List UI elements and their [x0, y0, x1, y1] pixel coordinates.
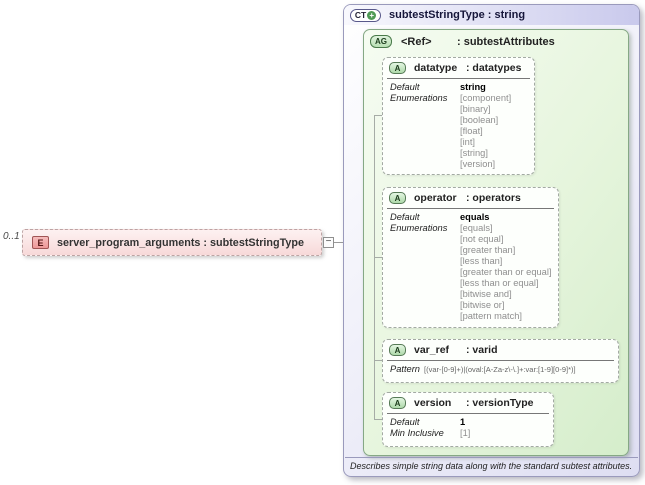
- attribute-group-type: : subtestAttributes: [457, 35, 555, 48]
- complex-type-icon: CT +: [350, 8, 381, 22]
- facet-values: [(var-[0-9]+)|(oval:[A-Za-z\-\.]+:var:[1…: [424, 364, 576, 375]
- attribute-icon: A: [389, 344, 406, 356]
- collapse-toggle-icon[interactable]: −: [323, 237, 334, 248]
- documentation-text: Describes simple string data along with …: [345, 457, 638, 473]
- attribute-header: A operator : operators: [383, 188, 558, 206]
- facet-row: Default string: [390, 82, 528, 93]
- attribute-separator: [387, 78, 530, 79]
- attribute-icon: A: [389, 192, 406, 204]
- element-box-server-program-arguments[interactable]: E server_program_arguments : subtestStri…: [22, 229, 322, 256]
- attribute-group-name: <Ref>: [401, 35, 432, 48]
- facet-value: [less than or equal]: [460, 278, 539, 288]
- attribute-header: A version : versionType: [383, 393, 553, 411]
- expand-plus-icon: +: [367, 10, 377, 20]
- facet-value: equals: [460, 212, 490, 222]
- attribute-type: : versionType: [466, 397, 534, 409]
- attribute-box-var-ref[interactable]: A var_ref : varid Pattern [(var-[0-9]+)|(…: [382, 339, 619, 383]
- attribute-group-icon: AG: [370, 35, 392, 48]
- facet-value: [component]: [460, 93, 512, 103]
- attribute-name: version: [414, 397, 452, 409]
- facet-row: Enumerations [component][binary][boolean]…: [390, 93, 528, 170]
- attribute-separator: [387, 360, 614, 361]
- facet-value: string: [460, 82, 486, 92]
- facet-value: [version]: [460, 159, 496, 169]
- facet-value: [binary]: [460, 104, 491, 114]
- facet-label: Enumerations: [390, 93, 448, 103]
- facet-row: Pattern [(var-[0-9]+)|(oval:[A-Za-z\-\.]+…: [390, 364, 612, 375]
- facet-row: Enumerations[equals][not equal][greater …: [390, 223, 552, 322]
- facet-values: 1: [460, 417, 465, 428]
- attribute-stub-line: [374, 419, 382, 420]
- attribute-icon: A: [389, 62, 406, 74]
- facet-values: string: [460, 82, 486, 93]
- complex-type-icon-label: CT: [354, 10, 367, 20]
- attribute-separator: [387, 413, 549, 414]
- facet-label: Default: [390, 417, 420, 427]
- facet-value: [string]: [460, 148, 488, 158]
- facet-value: [1]: [460, 428, 471, 438]
- element-icon: E: [32, 236, 49, 249]
- facet-value: [pattern match]: [460, 311, 523, 321]
- facet-label: Default: [390, 212, 420, 222]
- element-label: server_program_arguments : subtestString…: [57, 236, 304, 249]
- facet-value: [float]: [460, 126, 483, 136]
- facet-value: [not equal]: [460, 234, 504, 244]
- element-multiplicity: 0..1: [3, 231, 20, 242]
- attribute-type: : datatypes: [466, 62, 522, 74]
- connector-line: [334, 242, 344, 243]
- attribute-stub-line: [374, 360, 382, 361]
- attribute-stub-line: [374, 257, 382, 258]
- facet-label: Pattern: [390, 364, 420, 374]
- facet-row: Default equals: [390, 212, 552, 223]
- attribute-stub-line: [374, 115, 382, 116]
- facet-value: [less than]: [460, 256, 503, 266]
- attribute-type: : operators: [466, 192, 521, 204]
- complex-type-header[interactable]: CT + subtestStringType : string: [344, 5, 639, 25]
- attribute-spine-line: [374, 115, 375, 419]
- facet-value: [equals]: [460, 223, 493, 233]
- facet-values: [equals][not equal][greater than][less t…: [460, 223, 551, 322]
- attribute-separator: [387, 208, 554, 209]
- attribute-group-box[interactable]: AG <Ref> : subtestAttributes A datatype …: [363, 29, 629, 456]
- facet-value: [greater than]: [460, 245, 516, 255]
- facet-values: [component][binary][boolean][float][int]…: [460, 93, 511, 170]
- facet-value: 1: [460, 417, 466, 427]
- facet-row: Min Inclusive [1]: [390, 428, 547, 439]
- complex-type-title: subtestStringType : string: [389, 9, 526, 21]
- attribute-group-header: AG <Ref> : subtestAttributes: [364, 30, 628, 48]
- attribute-type: : varid: [466, 344, 498, 356]
- facet-label: Enumerations: [390, 223, 448, 233]
- facet-value: [bitwise or]: [460, 300, 505, 310]
- facet-value: [(var-[0-9]+)|(oval:[A-Za-z\-\.]+:var:[1…: [424, 365, 576, 374]
- facet-values: equals: [460, 212, 489, 223]
- facet-label: Min Inclusive: [390, 428, 444, 438]
- facet-row: Default 1: [390, 417, 547, 428]
- attribute-facets: Pattern [(var-[0-9]+)|(oval:[A-Za-z\-\.]+…: [383, 364, 618, 379]
- attribute-header: A var_ref : varid: [383, 340, 618, 358]
- facet-value: [int]: [460, 137, 475, 147]
- facet-values: [1]: [460, 428, 470, 439]
- facet-label: Default: [390, 82, 420, 92]
- attribute-name: datatype: [414, 62, 458, 74]
- attribute-icon: A: [389, 397, 406, 409]
- facet-value: [greater than or equal]: [460, 267, 552, 277]
- attribute-header: A datatype : datatypes: [383, 58, 534, 76]
- attribute-name: var_ref: [414, 344, 450, 356]
- attribute-name: operator: [414, 192, 457, 204]
- facet-value: [bitwise and]: [460, 289, 512, 299]
- facet-value: [boolean]: [460, 115, 499, 125]
- complex-type-box: CT + subtestStringType : string AG <Ref>…: [343, 4, 640, 477]
